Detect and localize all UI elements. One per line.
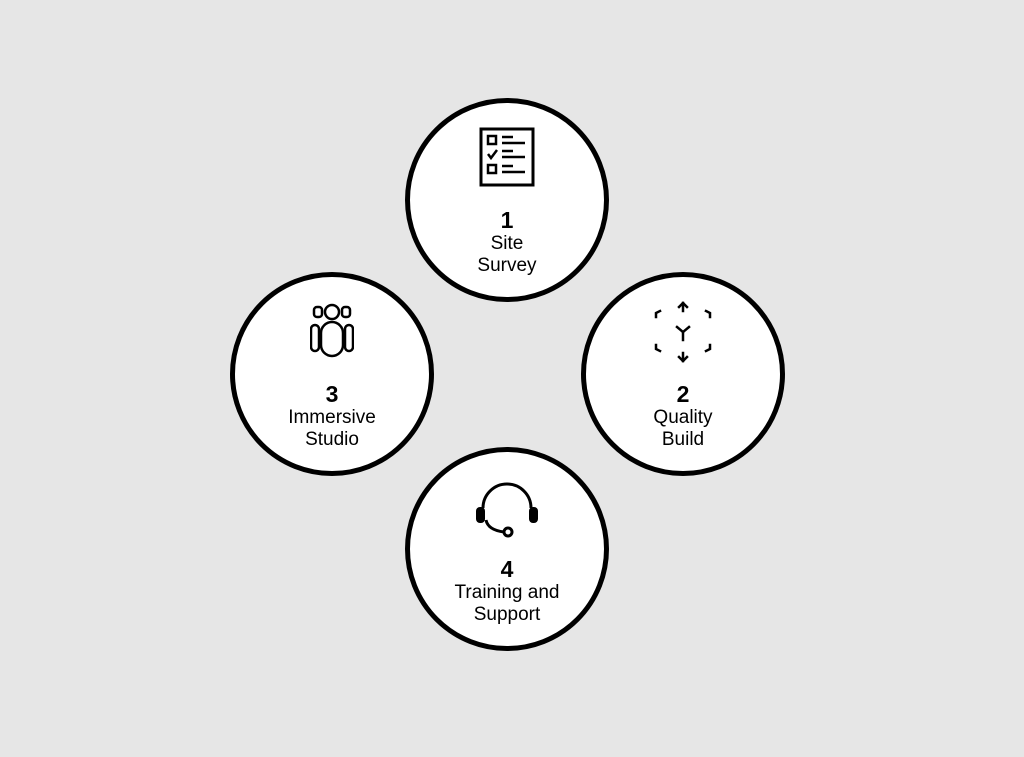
headset-icon: [476, 482, 538, 538]
step-number: 2: [676, 381, 690, 407]
step-1-site-survey: 1 Site Survey: [405, 98, 609, 302]
step-number: 3: [325, 381, 339, 407]
step-3-immersive-studio: 3 Immersive Studio: [230, 272, 434, 476]
checklist-icon: [479, 127, 535, 187]
step-label: Immersive Studio: [288, 407, 376, 450]
step-label: Site Survey: [477, 233, 537, 276]
step-2-quality-build: 2 Quality Build: [581, 272, 785, 476]
step-label: Quality Build: [653, 407, 713, 450]
vr-headset-user-icon: [310, 303, 354, 358]
step-number: 1: [500, 207, 514, 233]
step-label: Training and Support: [454, 582, 560, 625]
step-4-training-and-support: 4 Training and Support: [405, 447, 609, 651]
step-number: 4: [500, 556, 514, 582]
cube-arrows-icon: [654, 301, 712, 363]
